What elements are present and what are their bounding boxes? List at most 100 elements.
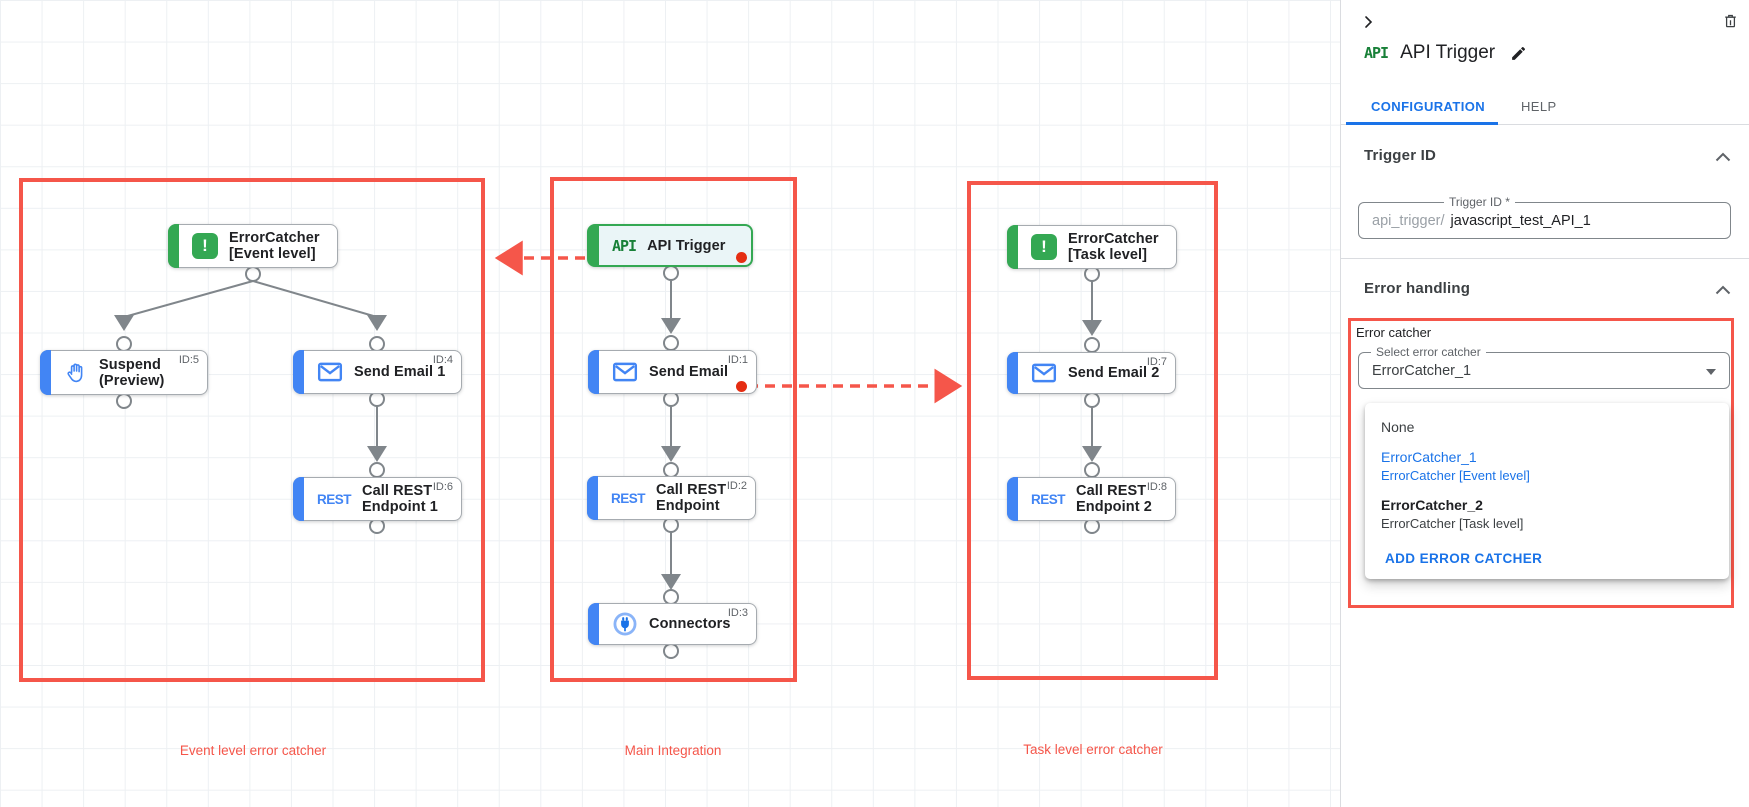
trigger-id-field-label: Trigger ID * xyxy=(1444,195,1515,209)
dropdown-caret-icon xyxy=(1706,369,1716,375)
node-label: Suspend (Preview) xyxy=(99,356,165,389)
node-id-badge: ID:6 xyxy=(432,481,453,493)
api-type-badge: API xyxy=(1364,44,1389,62)
node-call-rest-endpoint-2[interactable]: REST Call REST Endpoint 2 ID:8 xyxy=(1007,477,1176,521)
node-label: Send Email xyxy=(649,364,729,380)
dropdown-option-none[interactable]: None xyxy=(1381,419,1415,435)
node-suspend-preview[interactable]: Suspend (Preview) ID:5 xyxy=(40,350,208,395)
error-source-dot-api-trigger xyxy=(736,252,747,263)
delete-node-button[interactable] xyxy=(1719,10,1741,32)
node-label: Connectors xyxy=(649,616,731,632)
trigger-id-value: javascript_test_API_1 xyxy=(1450,212,1591,229)
node-id-badge: ID:8 xyxy=(1146,481,1167,493)
section-divider xyxy=(1341,258,1749,259)
node-errorcatcher-event-level[interactable]: ! ErrorCatcher [Event level] xyxy=(168,224,338,268)
error-catcher-icon: ! xyxy=(1031,234,1057,260)
node-accent-tab xyxy=(1007,352,1018,394)
integration-canvas[interactable]: ! ErrorCatcher [Event level] Suspend (Pr… xyxy=(0,0,1340,807)
node-ports xyxy=(116,265,1100,659)
node-id-badge: ID:5 xyxy=(178,354,199,366)
tabs-divider xyxy=(1341,124,1749,125)
panel-tabs: CONFIGURATION HELP xyxy=(1341,93,1749,123)
node-connectors[interactable]: Connectors ID:3 xyxy=(588,603,757,645)
node-send-email-2[interactable]: Send Email 2 ID:7 xyxy=(1007,352,1176,394)
option-name: ErrorCatcher_2 xyxy=(1381,497,1483,513)
connector-wires xyxy=(114,240,1102,659)
node-label: Send Email 2 xyxy=(1068,365,1160,381)
event-level-group-box xyxy=(19,178,485,682)
pencil-icon xyxy=(1511,46,1525,60)
email-icon xyxy=(317,361,343,383)
node-accent-tab xyxy=(588,350,599,394)
node-accent-tab xyxy=(40,350,51,395)
collapse-panel-button[interactable] xyxy=(1357,11,1379,33)
node-label: ErrorCatcher [Task level] xyxy=(1068,231,1159,263)
node-accent-tab xyxy=(293,350,304,394)
node-label: API Trigger xyxy=(647,237,726,254)
node-accent-tab xyxy=(588,225,599,266)
node-api-trigger[interactable]: API API Trigger xyxy=(587,224,753,267)
rest-icon: REST xyxy=(317,491,352,507)
node-label: Call REST Endpoint 2 xyxy=(1076,483,1152,515)
node-call-rest-endpoint[interactable]: REST Call REST Endpoint ID:2 xyxy=(587,476,756,520)
trigger-id-prefix: api_trigger/ xyxy=(1372,212,1445,229)
node-label: Call REST Endpoint 1 xyxy=(362,483,438,515)
node-accent-tab xyxy=(587,476,598,520)
event-level-group-label: Event level error catcher xyxy=(179,743,327,758)
email-icon xyxy=(1031,362,1057,384)
node-label: Send Email 1 xyxy=(354,364,446,380)
rest-icon: REST xyxy=(1031,491,1066,507)
connector-icon xyxy=(612,611,638,637)
node-id-badge: ID:2 xyxy=(726,480,747,492)
node-accent-tab xyxy=(588,603,599,645)
error-handling-heading: Error handling xyxy=(1364,280,1471,297)
node-id-badge: ID:1 xyxy=(727,354,748,366)
node-label: Call REST Endpoint xyxy=(656,482,727,514)
edit-title-button[interactable] xyxy=(1507,42,1529,64)
select-error-catcher-label: Select error catcher xyxy=(1371,345,1486,359)
trigger-id-heading: Trigger ID xyxy=(1364,147,1437,164)
error-catcher-highlight-box xyxy=(1348,318,1734,608)
rest-icon: REST xyxy=(611,490,646,506)
node-call-rest-endpoint-1[interactable]: REST Call REST Endpoint 1 ID:6 xyxy=(293,477,462,521)
email-icon xyxy=(612,361,638,383)
tab-help[interactable]: HELP xyxy=(1521,99,1557,114)
select-error-catcher-field[interactable]: Select error catcher ErrorCatcher_1 xyxy=(1358,345,1730,389)
node-accent-tab xyxy=(168,224,179,268)
api-icon: API xyxy=(612,236,637,255)
event-level-edges xyxy=(114,280,387,462)
hand-icon xyxy=(64,361,88,385)
dropdown-option-errorcatcher-2[interactable]: ErrorCatcher_2 ErrorCatcher [Task level] xyxy=(1365,491,1729,539)
chevron-up-icon xyxy=(1715,285,1731,295)
error-catcher-icon: ! xyxy=(192,233,218,259)
config-panel: API API Trigger CONFIGURATION HELP Trigg… xyxy=(1340,0,1749,807)
panel-title: API Trigger xyxy=(1400,42,1496,63)
trash-icon xyxy=(1724,14,1736,28)
node-accent-tab xyxy=(293,477,304,521)
add-error-catcher-button[interactable]: ADD ERROR CATCHER xyxy=(1385,551,1543,566)
chevron-right-icon xyxy=(1365,16,1373,28)
collapse-error-handling-button[interactable] xyxy=(1715,282,1735,296)
collapse-trigger-id-button[interactable] xyxy=(1715,149,1735,163)
select-error-catcher-value: ErrorCatcher_1 xyxy=(1372,362,1472,379)
node-errorcatcher-task-level[interactable]: ! ErrorCatcher [Task level] xyxy=(1007,225,1177,269)
node-accent-tab xyxy=(1007,477,1018,521)
node-id-badge: ID:7 xyxy=(1146,356,1167,368)
node-send-email-1[interactable]: Send Email 1 ID:4 xyxy=(293,350,462,394)
tab-configuration[interactable]: CONFIGURATION xyxy=(1371,99,1486,114)
main-integration-group-box xyxy=(550,177,797,682)
node-label: ErrorCatcher [Event level] xyxy=(229,230,320,262)
option-name: ErrorCatcher_1 xyxy=(1381,449,1477,465)
node-id-badge: ID:3 xyxy=(727,607,748,619)
error-source-dot-send-email xyxy=(736,381,747,392)
dropdown-option-errorcatcher-1[interactable]: ErrorCatcher_1 ErrorCatcher [Event level… xyxy=(1365,443,1729,491)
option-description: ErrorCatcher [Task level] xyxy=(1381,516,1524,531)
node-send-email[interactable]: Send Email ID:1 xyxy=(588,350,757,394)
node-id-badge: ID:4 xyxy=(432,354,453,366)
active-tab-underline xyxy=(1346,122,1498,125)
task-level-group-box xyxy=(967,181,1218,680)
chevron-up-icon xyxy=(1715,152,1731,162)
error-catcher-label: Error catcher xyxy=(1356,325,1432,340)
trigger-id-field[interactable]: Trigger ID * api_trigger/ javascript_tes… xyxy=(1358,195,1731,239)
error-catcher-dropdown: None ErrorCatcher_1 ErrorCatcher [Event … xyxy=(1365,403,1729,579)
